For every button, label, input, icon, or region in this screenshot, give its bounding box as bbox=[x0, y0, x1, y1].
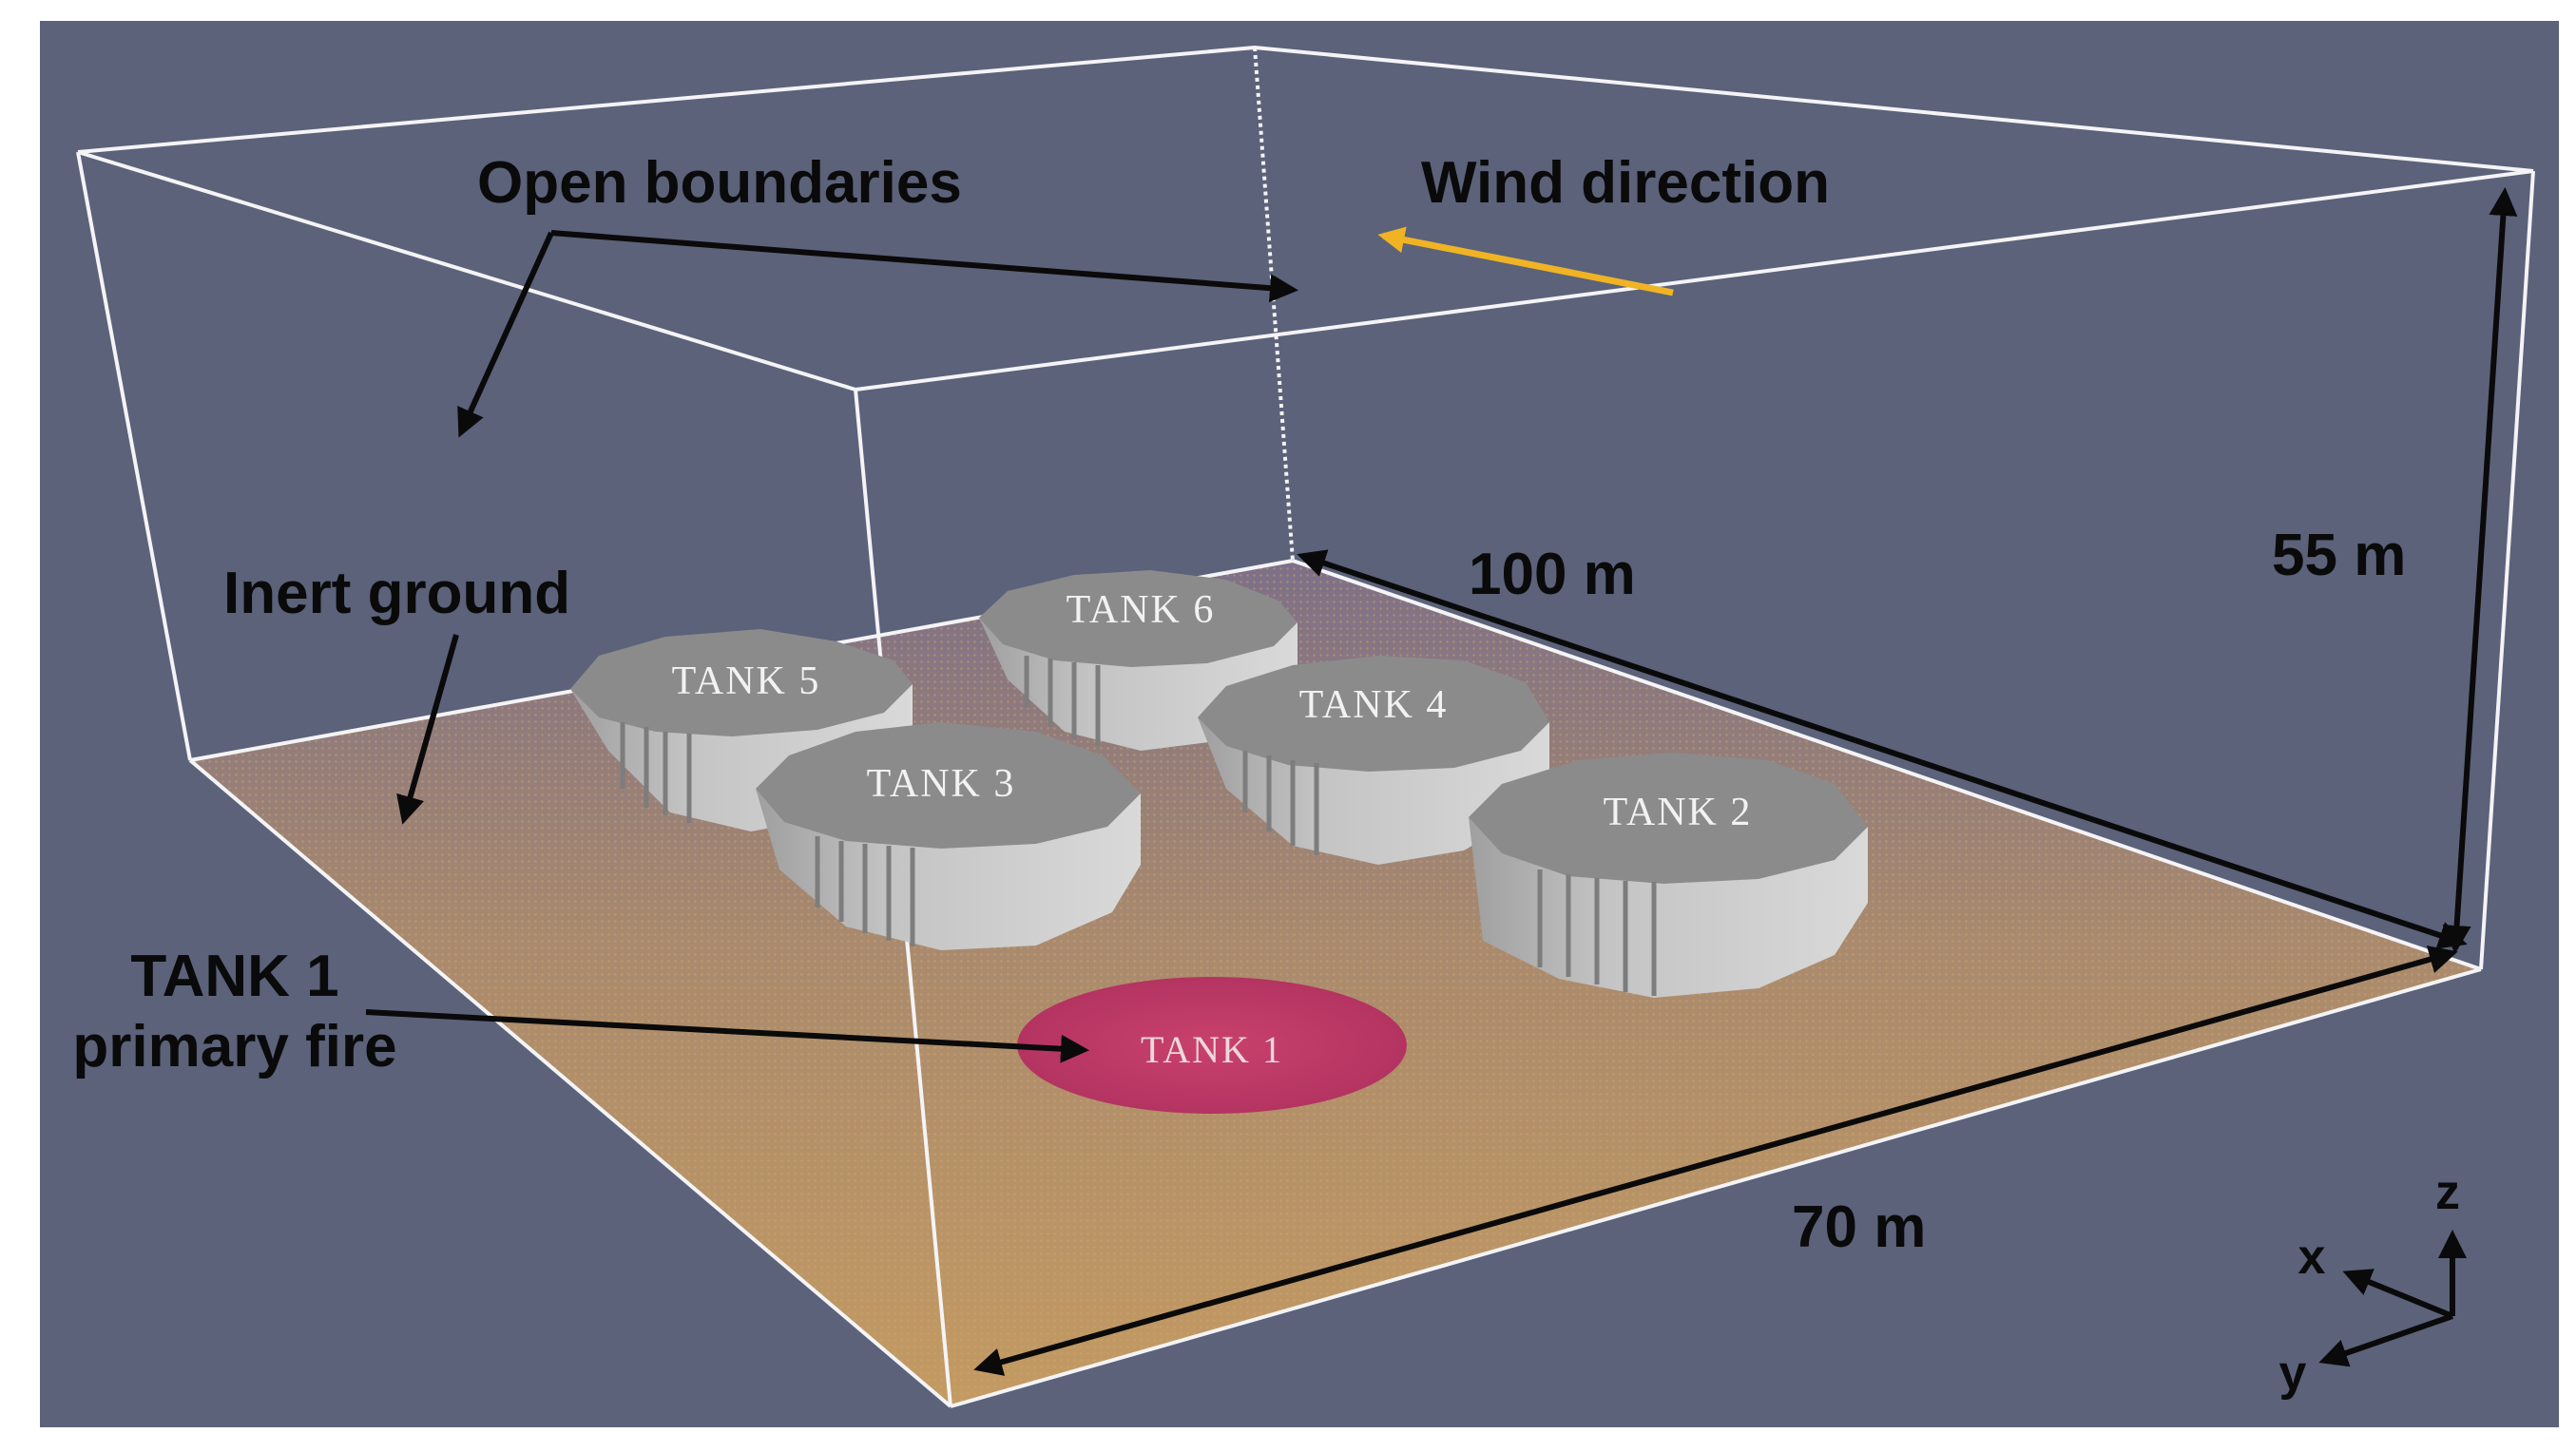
width-dimension-label: 70 m bbox=[1792, 1194, 1926, 1260]
tank-2: TANK 2 bbox=[1469, 753, 1868, 998]
axis-z-label: z bbox=[2435, 1165, 2460, 1220]
axis-y-label: y bbox=[2279, 1346, 2307, 1401]
axes-triad bbox=[2318, 1230, 2467, 1367]
tank-3: TANK 3 bbox=[756, 722, 1141, 950]
inert-ground-label: Inert ground bbox=[223, 561, 570, 626]
tank-label: TANK 4 bbox=[1299, 683, 1449, 727]
tank-label: TANK 2 bbox=[1604, 791, 1753, 834]
height-dimension-label: 55 m bbox=[2272, 523, 2406, 588]
fire-label-line1: TANK 1 bbox=[130, 944, 338, 1009]
annotation-arrows bbox=[365, 187, 2518, 1376]
tank-label: TANK 6 bbox=[1067, 588, 1216, 632]
tank-label: TANK 5 bbox=[672, 659, 821, 703]
open-boundaries-label: Open boundaries bbox=[477, 150, 962, 216]
wind-direction-label: Wind direction bbox=[1421, 150, 1830, 216]
fire-pool-label: TANK 1 bbox=[1141, 1028, 1283, 1071]
axis-x-label: x bbox=[2298, 1230, 2326, 1285]
wind-arrow bbox=[1377, 226, 1674, 296]
tank-label: TANK 3 bbox=[867, 762, 1016, 806]
length-dimension-label: 100 m bbox=[1469, 542, 1636, 607]
fire-label-line2: primary fire bbox=[72, 1014, 396, 1079]
